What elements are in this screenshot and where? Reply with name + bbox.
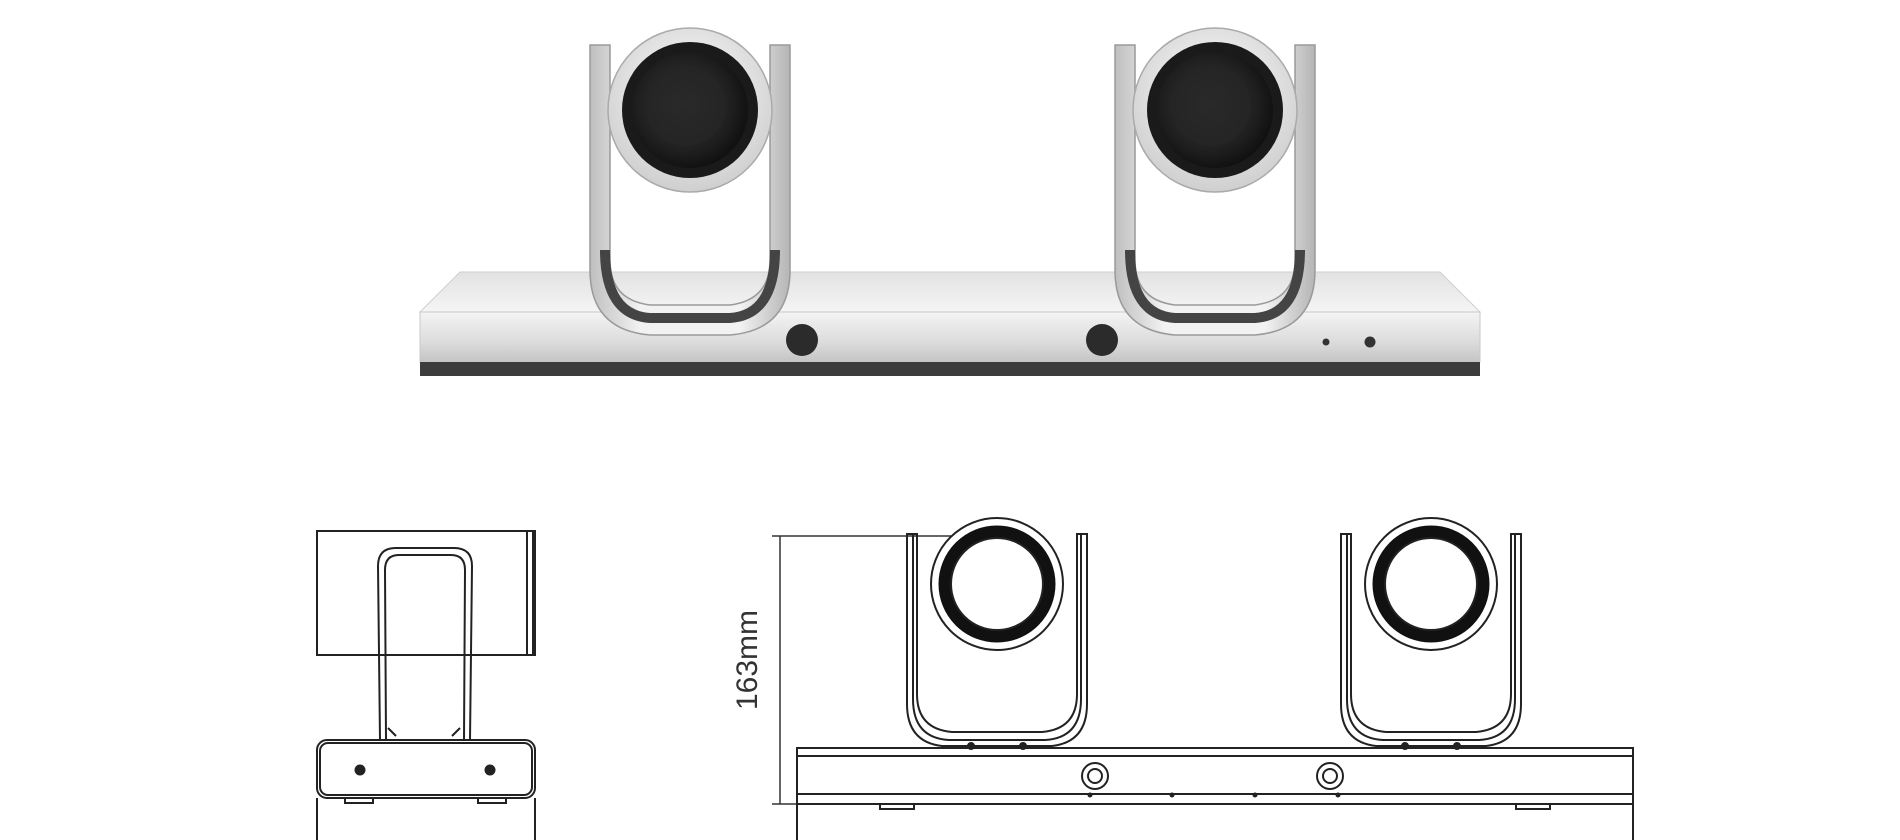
base-power-led: [1364, 336, 1376, 348]
base-sensor-left: [786, 324, 818, 356]
mount-base-bottom-strip: [420, 362, 1480, 376]
camera-left-drawing: [906, 517, 1088, 750]
base-sensor-right: [1086, 324, 1118, 356]
mount-base-top: [418, 271, 1482, 313]
camera-right-drawing: [1340, 517, 1522, 750]
height-dimension-label: 163mm: [731, 610, 764, 710]
camera-front-view-icon: 163mm: [731, 517, 1634, 840]
camera-side-view-icon: [316, 530, 536, 840]
base-indicator-led: [1322, 338, 1330, 346]
height-dimension-line: [772, 535, 985, 805]
mount-base-front: [419, 311, 1481, 363]
product-render: [418, 28, 1482, 376]
